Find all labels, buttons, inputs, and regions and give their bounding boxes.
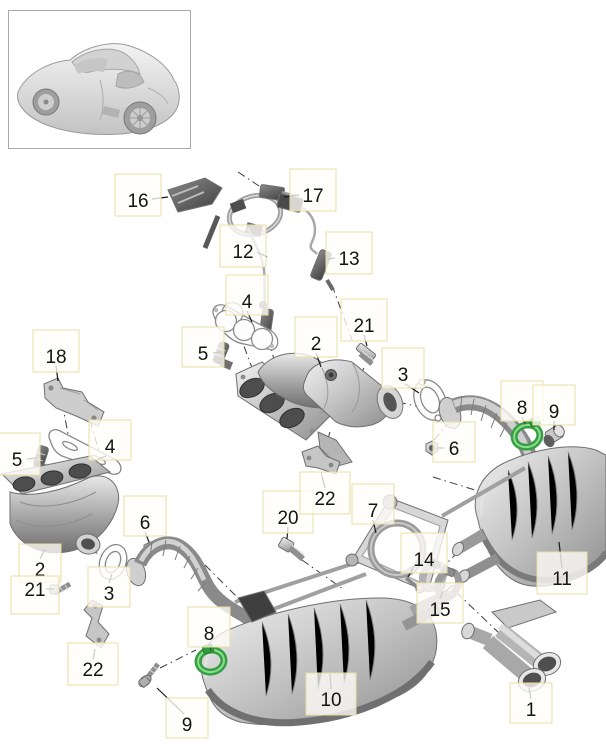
- callout-label: 2: [35, 560, 46, 581]
- part-main-muffler-right: [451, 446, 606, 587]
- callout-label: 3: [398, 365, 409, 386]
- callout-6-right[interactable]: 6: [432, 421, 476, 463]
- callout-label: 16: [127, 191, 148, 212]
- callout-label: 15: [429, 600, 450, 621]
- part-support-bracket-18: [43, 377, 105, 427]
- callout-label: 22: [314, 489, 335, 510]
- part-bolt-9-left: [138, 662, 160, 688]
- callout-10[interactable]: 10: [305, 672, 357, 716]
- callout-4-left[interactable]: 4: [88, 419, 132, 461]
- callout-label: 11: [552, 569, 572, 590]
- callout-3-top[interactable]: 3: [381, 347, 425, 389]
- callout-1[interactable]: 1: [509, 682, 553, 724]
- part-bushing-right: [543, 424, 565, 448]
- callout-label: 6: [449, 439, 460, 460]
- callout-9-right[interactable]: 9: [532, 384, 576, 426]
- callout-label: 17: [302, 186, 323, 207]
- callout-18[interactable]: 18: [32, 329, 80, 373]
- part-tailpipe-trim: [461, 599, 562, 692]
- callout-label: 21: [24, 580, 45, 601]
- callout-15[interactable]: 15: [416, 582, 464, 624]
- callout-16[interactable]: 16: [114, 173, 162, 217]
- callout-5-top[interactable]: 5: [181, 326, 225, 368]
- part-exhaust-manifold-left: [0, 455, 120, 555]
- callout-label: 13: [338, 249, 359, 270]
- callout-label: 9: [182, 715, 193, 736]
- car-icon: [17, 43, 180, 135]
- callout-label: 3: [104, 584, 115, 605]
- callout-4-top[interactable]: 4: [225, 274, 269, 316]
- callout-label: 10: [320, 690, 341, 711]
- callout-label: 4: [242, 292, 253, 313]
- callout-8-left[interactable]: 8: [187, 606, 231, 648]
- part-flange-gasket-top: [413, 378, 447, 422]
- callout-label: 6: [140, 513, 151, 534]
- vehicle-thumbnail: [8, 10, 191, 149]
- callout-17[interactable]: 17: [289, 168, 337, 212]
- callout-22-left[interactable]: 22: [67, 642, 119, 686]
- part-bracket-22-center: [301, 445, 341, 475]
- callout-label: 4: [105, 437, 116, 458]
- callout-7[interactable]: 7: [351, 483, 395, 525]
- callout-label: 1: [526, 700, 537, 721]
- part-exhaust-manifold-top: [235, 352, 404, 467]
- callout-label: 20: [277, 508, 298, 529]
- callout-22-center[interactable]: 22: [299, 471, 351, 515]
- callout-label: 8: [517, 398, 528, 419]
- callout-label: 8: [204, 624, 215, 645]
- callout-11[interactable]: 11: [536, 551, 588, 595]
- callout-13[interactable]: 13: [325, 231, 373, 275]
- callout-label: 2: [311, 334, 322, 355]
- callout-6-left[interactable]: 6: [123, 495, 167, 537]
- callout-5-left[interactable]: 5: [0, 432, 41, 476]
- callout-2-top[interactable]: 2: [294, 316, 338, 358]
- callout-12[interactable]: 12: [219, 224, 267, 268]
- callout-3-left[interactable]: 3: [87, 566, 131, 608]
- callout-label: 22: [82, 660, 103, 681]
- callout-21-top[interactable]: 21: [340, 298, 388, 342]
- callout-label: 7: [368, 501, 379, 522]
- part-bolt-20: [278, 536, 305, 562]
- callout-label: 12: [232, 242, 253, 263]
- callout-label: 9: [549, 402, 560, 423]
- callout-label: 14: [413, 550, 435, 571]
- callout-label: 5: [12, 450, 23, 471]
- callout-21-left[interactable]: 21: [10, 575, 60, 615]
- part-bolt-21-top: [355, 342, 377, 366]
- callout-label: 5: [198, 344, 209, 365]
- callout-label: 18: [45, 347, 66, 368]
- part-manifold-gasket-top: [212, 301, 279, 351]
- callout-14[interactable]: 14: [400, 532, 448, 574]
- callout-label: 21: [353, 316, 374, 337]
- callout-9-left[interactable]: 9: [165, 697, 209, 739]
